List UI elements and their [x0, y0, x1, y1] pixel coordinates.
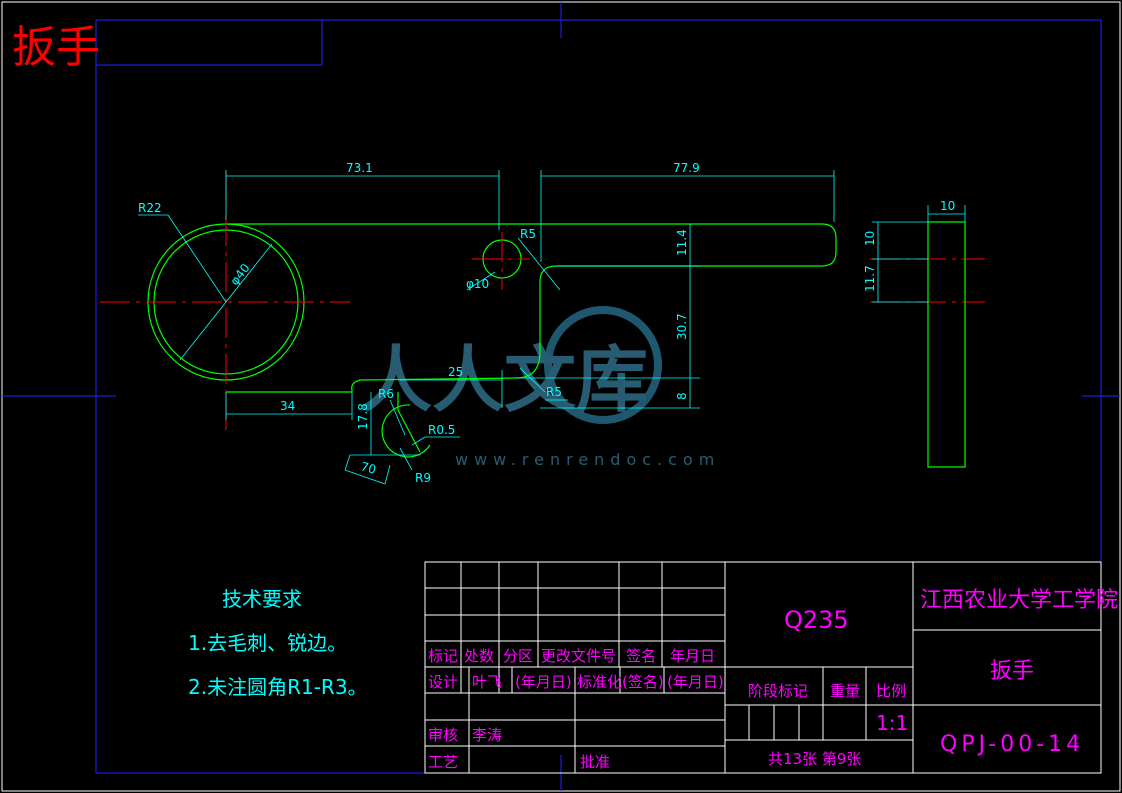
- header-zone: 分区: [503, 647, 533, 665]
- dim-text: 70: [359, 459, 377, 476]
- leader-r5-bottom: [519, 367, 546, 393]
- header-count: 处数: [464, 647, 494, 665]
- header-signature: 签名: [626, 647, 656, 665]
- dim-text: R0.5: [428, 423, 455, 437]
- dim-text: 17.8: [356, 403, 370, 430]
- dim-text: φ40: [227, 261, 252, 288]
- dim-text: 34: [280, 399, 295, 413]
- dim-text: φ10: [466, 277, 489, 291]
- tech-req-item-1: 1.去毛刺、锐边。: [188, 631, 347, 655]
- dim-text: R5: [520, 227, 536, 241]
- dim-text: 73.1: [346, 161, 373, 175]
- dim-text: 77.9: [673, 161, 700, 175]
- scale-value: 1:1: [876, 711, 908, 735]
- dim-text: 10: [863, 231, 877, 246]
- handle-outline: [226, 223, 837, 393]
- leader-r9: [399, 447, 413, 471]
- dim-text: 30.7: [675, 313, 689, 340]
- notch-line: [397, 409, 421, 453]
- side-view: [927, 221, 966, 468]
- title-block-text: 标记 处数 分区 更改文件号 签名 年月日 设计 叶飞 (年月日) 标准化 (签…: [428, 588, 1118, 771]
- tech-req-heading: 技术要求: [222, 587, 302, 611]
- std-signature: (签名): [622, 673, 664, 691]
- design-label: 设计: [428, 673, 458, 691]
- material: Q235: [784, 606, 849, 634]
- leader-r5-top: [517, 237, 561, 291]
- leader-phi10: [466, 271, 496, 291]
- dim-text: R9: [415, 471, 431, 485]
- dim-70: [344, 469, 386, 485]
- dim-phi40: [179, 243, 273, 361]
- dim-text: 8: [675, 392, 689, 400]
- process-label: 工艺: [428, 753, 458, 771]
- header-date: 年月日: [670, 647, 715, 665]
- design-date: (年月日): [515, 673, 572, 691]
- approve-label: 批准: [580, 753, 610, 771]
- header-mark: 标记: [428, 647, 458, 665]
- leader-r0-5: [411, 436, 426, 446]
- stage-label: 阶段标记: [748, 682, 808, 700]
- watermark-url: www.renrendoc.com: [455, 450, 720, 469]
- dim-text: R5: [546, 385, 562, 399]
- std-date: (年月日): [667, 673, 724, 691]
- scale-label: 比例: [876, 682, 906, 700]
- part-name: 扳手: [990, 659, 1034, 684]
- review-label: 审核: [428, 726, 458, 744]
- leader-r6: [389, 399, 406, 436]
- dim-text: R22: [138, 201, 162, 215]
- dim-text: 11.4: [675, 229, 689, 256]
- ext-line: [384, 464, 391, 485]
- drawing-title: 扳手: [12, 22, 100, 73]
- drawing-number: QPJ-00-14: [940, 732, 1084, 757]
- standardization-label: 标准化: [577, 673, 622, 691]
- sheet-count: 共13张 第9张: [768, 750, 861, 768]
- dim-text: R6: [378, 387, 394, 401]
- dim-text: 10: [940, 199, 955, 213]
- weight-label: 重量: [830, 682, 860, 700]
- dim-text: 25: [448, 365, 463, 379]
- ext-line: [344, 454, 351, 471]
- dimension-lines: [138, 170, 966, 485]
- reviewer-name: 李涛: [472, 726, 502, 744]
- title-box: [96, 19, 323, 66]
- leader-r22: [167, 214, 227, 303]
- header-change-doc: 更改文件号: [541, 647, 616, 665]
- title-block-grid: [424, 561, 1102, 774]
- school-name: 江西农业大学工学院: [920, 588, 1118, 613]
- dim-text: 11.7: [863, 265, 877, 292]
- tech-req-item-2: 2.未注圆角R1-R3。: [188, 675, 368, 699]
- designer-name: 叶飞: [472, 673, 502, 691]
- watermark-circle-icon: [544, 306, 662, 424]
